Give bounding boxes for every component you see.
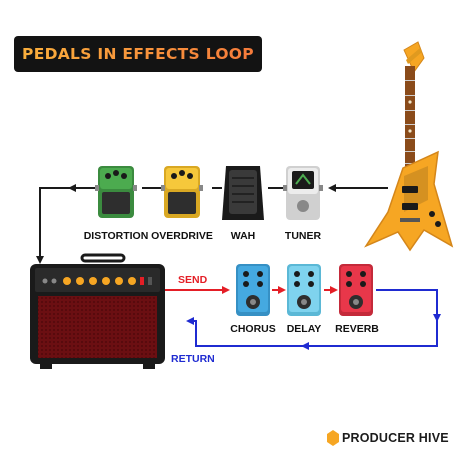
- wah-label: WAH: [230, 230, 256, 242]
- electric-guitar-icon: [364, 41, 454, 252]
- distortion-label: DISTORTION: [83, 230, 149, 242]
- title-banner: PEDALS IN EFFECTS LOOP: [14, 36, 262, 72]
- reverb-label: REVERB: [335, 323, 379, 335]
- front-signal-path: [36, 184, 388, 264]
- brand-name: PRODUCER HIVE: [342, 431, 449, 445]
- return-label: RETURN: [171, 353, 215, 365]
- delay-label: DELAY: [286, 323, 322, 335]
- chorus-label: CHORUS: [230, 323, 276, 335]
- tuner-pedal-icon: [283, 166, 323, 220]
- wah-pedal-icon: [222, 166, 264, 220]
- diagram-title: PEDALS IN EFFECTS LOOP: [14, 36, 262, 72]
- return-signal-path: [186, 289, 441, 350]
- amplifier-icon: [30, 253, 165, 369]
- overdrive-label: OVERDRIVE: [151, 230, 213, 242]
- send-label: SEND: [178, 274, 208, 286]
- chorus-pedal-icon: [236, 264, 270, 316]
- distortion-pedal-icon: [95, 166, 137, 218]
- overdrive-pedal-icon: [161, 166, 203, 218]
- delay-pedal-icon: [287, 264, 321, 316]
- producer-hive-logo-icon: [327, 430, 339, 446]
- tuner-label: TUNER: [284, 230, 322, 242]
- reverb-pedal-icon: [339, 264, 373, 316]
